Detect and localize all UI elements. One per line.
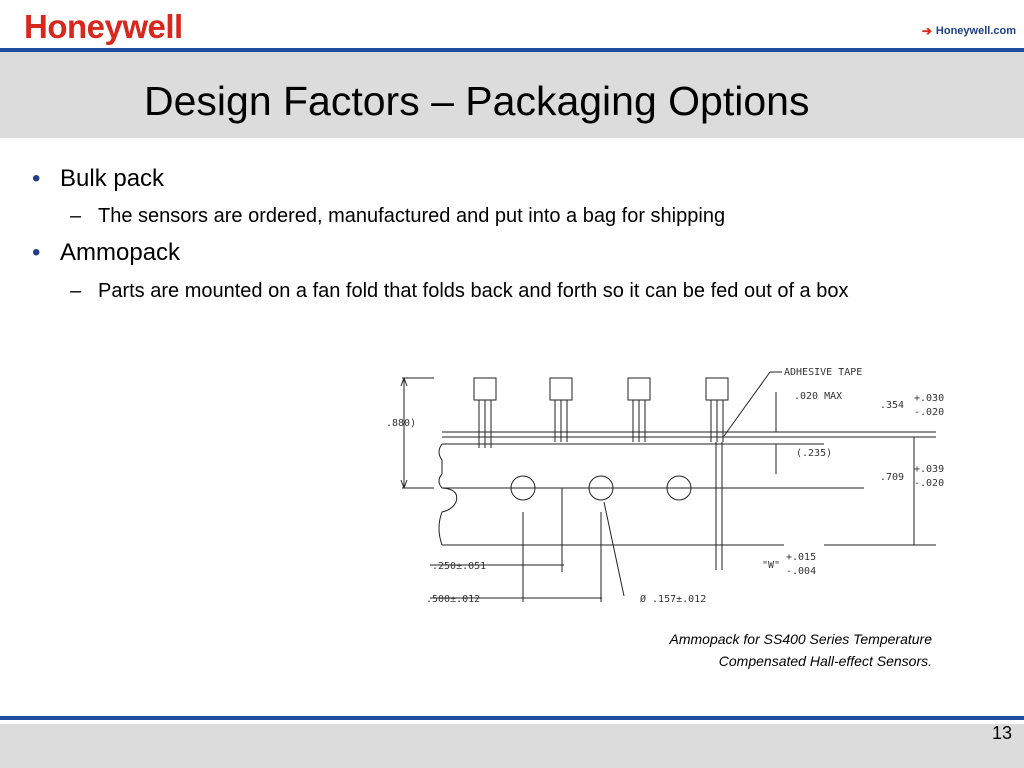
- caption-line: Ammopack for SS400 Series Temperature: [669, 631, 933, 647]
- bullet-dot: •: [32, 165, 41, 192]
- sub-bullet-dash: –: [70, 205, 82, 227]
- arrow-right-icon: ➔: [921, 24, 932, 38]
- dim-500-label: .500±.012: [426, 594, 480, 605]
- bullet-item: • Ammopack: [32, 239, 180, 267]
- title-band: [0, 52, 1024, 138]
- sub-bullet-item: – The sensors are ordered, manufactured …: [70, 204, 970, 229]
- sub-bullet-text: Parts are mounted on a fan fold that fol…: [98, 280, 849, 302]
- ammopack-drawing: ADHESIVE TAPE .020 MAX .880) .354 +.030 …: [386, 367, 944, 605]
- dim-354-tol-minus: -.020: [914, 407, 944, 418]
- bullet-item: • Bulk pack: [32, 165, 164, 193]
- top-rule: [0, 48, 1024, 52]
- dim-diameter-label: Ø .157±.012: [640, 593, 706, 605]
- sub-bullet-item: – Parts are mounted on a fan fold that f…: [70, 279, 970, 304]
- dim-354-label: .354: [880, 400, 904, 411]
- slide-title: Design Factors – Packaging Options: [144, 78, 810, 124]
- dim-354-tol-plus: +.030: [914, 393, 944, 404]
- logo: Honeywell: [24, 8, 183, 45]
- dim-235-label: (.235): [796, 448, 832, 459]
- max-label: .020 MAX: [794, 391, 842, 402]
- dim-w-tol-minus: -.004: [786, 566, 816, 577]
- caption-line: Compensated Hall-effect Sensors.: [718, 653, 932, 669]
- footer-band: [0, 724, 1024, 768]
- dim-709-tol-plus: +.039: [914, 464, 944, 475]
- bullet-text: Bulk pack: [60, 165, 165, 192]
- bottom-rule: [0, 716, 1024, 720]
- dim-709-label: .709: [880, 472, 904, 483]
- dim-880-label: .880): [386, 418, 416, 429]
- sub-bullet-dash: –: [70, 280, 82, 302]
- bullet-text: Ammopack: [60, 239, 181, 266]
- adhesive-tape-label: ADHESIVE TAPE: [784, 367, 862, 378]
- dim-709-tol-minus: -.020: [914, 478, 944, 489]
- honeywell-link-label: Honeywell.com: [935, 25, 1016, 37]
- honeywell-link[interactable]: ➔ Honeywell.com: [922, 24, 1016, 38]
- dim-w-tol-plus: +.015: [786, 552, 816, 563]
- page-number: 13: [991, 723, 1012, 743]
- dim-250-label: .250±.051: [432, 561, 486, 572]
- bullet-dot: •: [32, 239, 41, 266]
- dim-w-label: "W": [762, 560, 780, 571]
- sub-bullet-text: The sensors are ordered, manufactured an…: [98, 205, 726, 227]
- caption: Ammopack for SS400 Series Temperature Co…: [670, 628, 933, 672]
